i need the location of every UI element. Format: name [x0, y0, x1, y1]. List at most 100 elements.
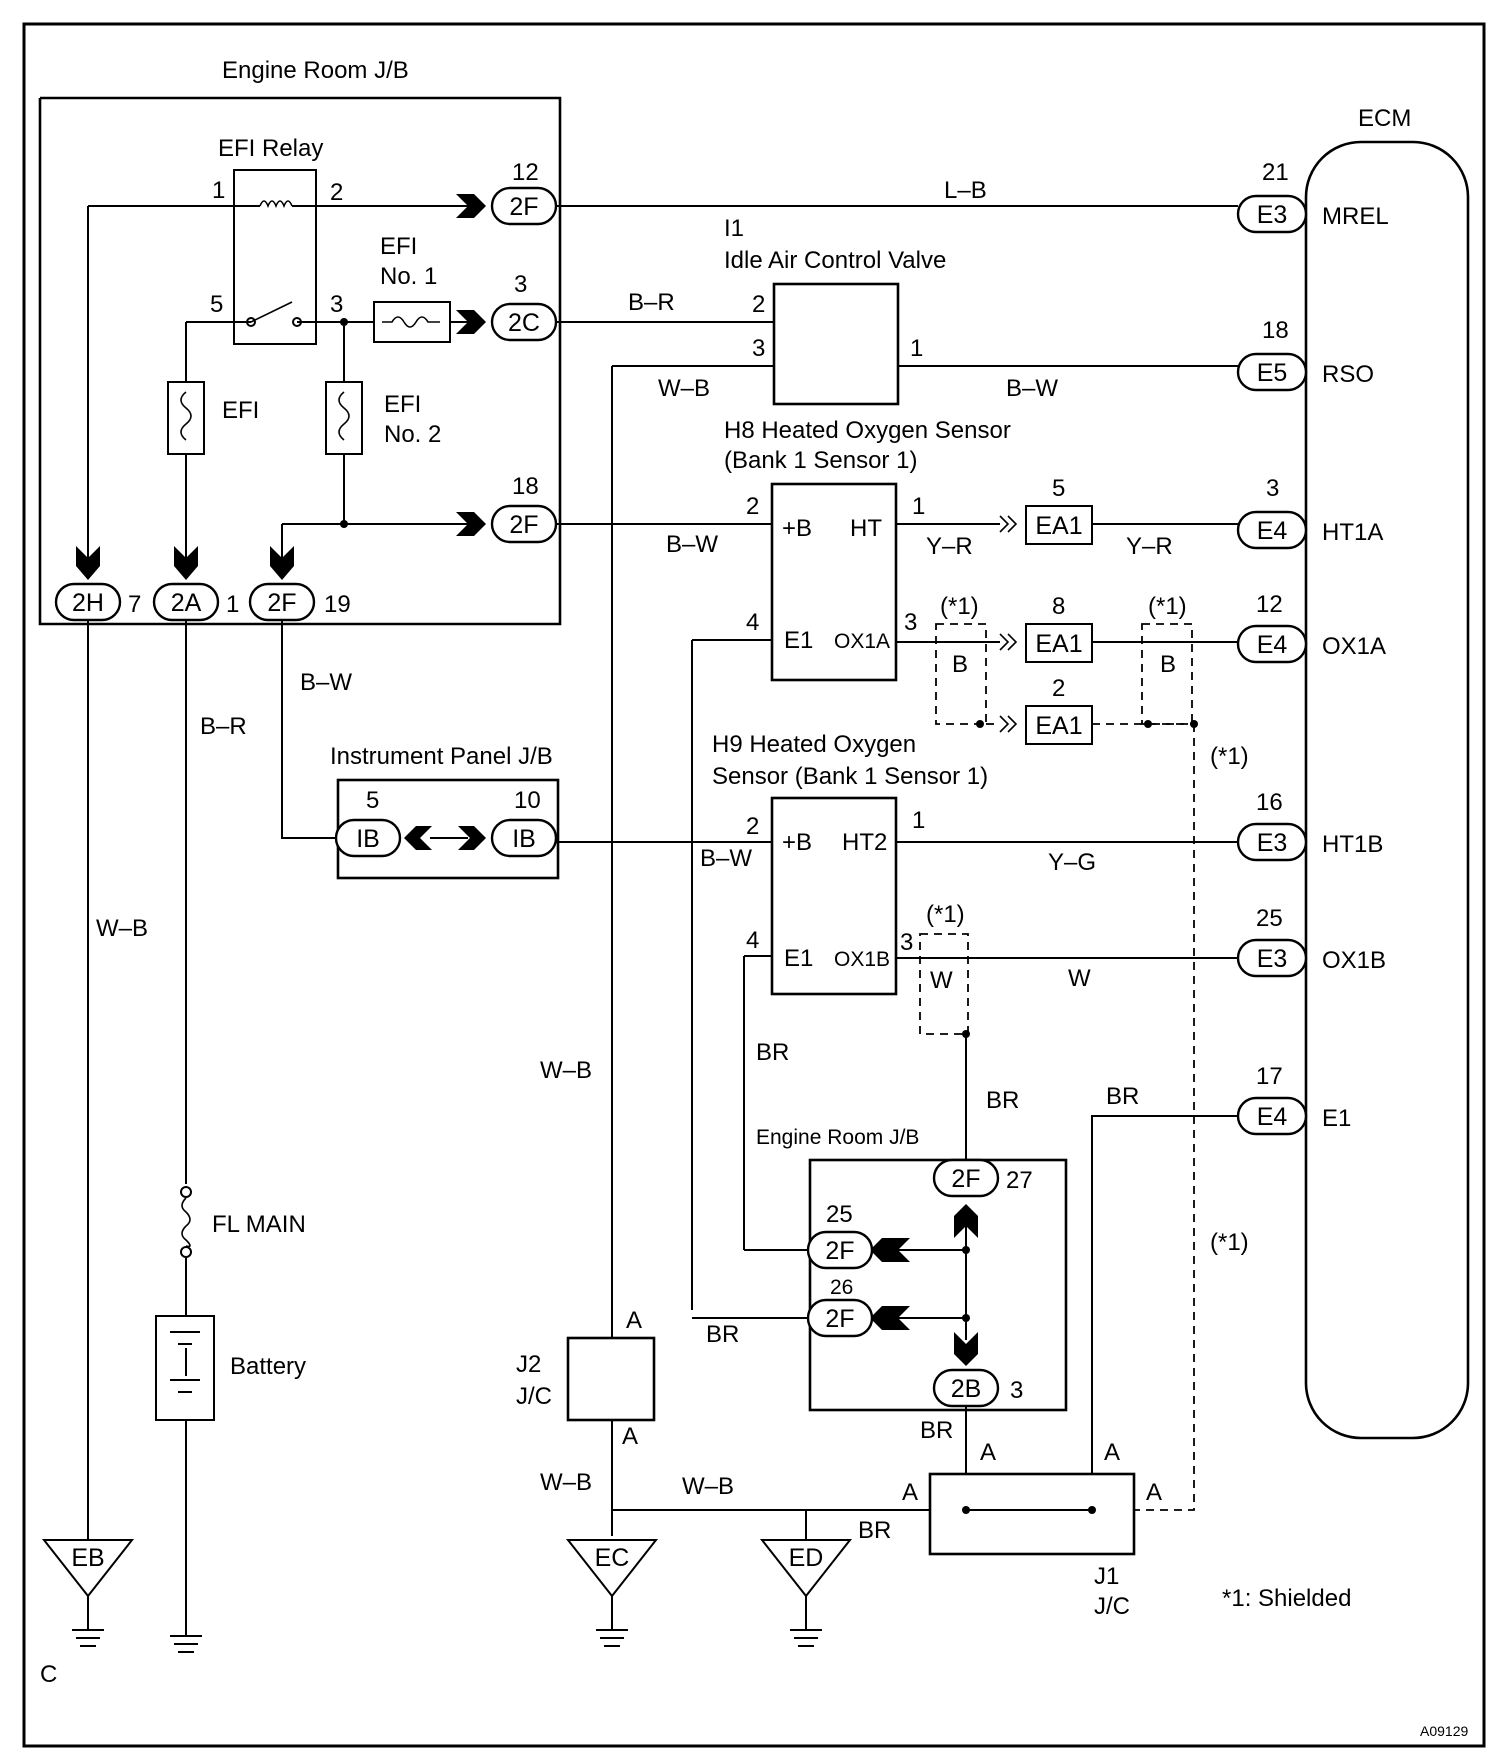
- svg-text:B: B: [952, 651, 968, 678]
- wire-wb-mid: W–B: [540, 1057, 592, 1084]
- j2-label-a: J2: [516, 1351, 541, 1378]
- ecm-pin-ox1b: OX1B: [1322, 947, 1386, 974]
- wire-yr-2: Y–R: [1126, 533, 1173, 560]
- svg-text:E3: E3: [1257, 829, 1288, 857]
- fl-main-label: FL MAIN: [212, 1211, 306, 1238]
- j1-jc: [928, 1472, 1136, 1556]
- svg-text:A: A: [1146, 1479, 1162, 1506]
- ecm-label: ECM: [1358, 105, 1411, 132]
- svg-text:+B: +B: [782, 515, 812, 542]
- svg-text:EB: EB: [71, 1544, 104, 1572]
- svg-text:2F: 2F: [825, 1305, 854, 1333]
- ground-ec: EC: [565, 1539, 659, 1647]
- svg-text:2C: 2C: [508, 309, 540, 337]
- ecm-pin-ht1a: HT1A: [1322, 519, 1383, 546]
- engine-room-jb: Engine Room J/B: [38, 57, 562, 626]
- efi-fuse-label: EFI: [222, 397, 259, 424]
- h9-sensor: [770, 796, 898, 996]
- pin-1-2a: 1: [226, 591, 239, 618]
- svg-text:+B: +B: [782, 829, 812, 856]
- wire-bw-h8: B–W: [666, 531, 718, 558]
- wire-w-ox1b: W: [1068, 965, 1091, 992]
- h8-sensor: [770, 482, 898, 682]
- engine-room-jb-2: [808, 1158, 1068, 1412]
- idle-air-control-valve: [772, 282, 900, 406]
- svg-text:26: 26: [830, 1276, 853, 1299]
- svg-text:E4: E4: [1257, 517, 1288, 545]
- efi-no1-label-b: No. 1: [380, 263, 437, 290]
- connector-2f-27: [932, 1158, 1000, 1198]
- svg-text:HT2: HT2: [842, 829, 887, 856]
- wire-wb-left: W–B: [96, 915, 148, 942]
- wire-wb-bot: W–B: [540, 1469, 592, 1496]
- relay-pin-2: 2: [330, 179, 343, 206]
- svg-text:E4: E4: [1257, 631, 1288, 659]
- svg-text:25: 25: [826, 1201, 853, 1228]
- svg-text:IB: IB: [356, 825, 380, 853]
- instrument-panel-jb-label: Instrument Panel J/B: [330, 743, 553, 770]
- svg-text:(*1): (*1): [1210, 1229, 1249, 1256]
- svg-text:A: A: [626, 1307, 642, 1334]
- svg-text:A: A: [1104, 1439, 1120, 1466]
- svg-text:2: 2: [746, 493, 759, 520]
- wire-br-ed: BR: [858, 1517, 891, 1544]
- svg-text:27: 27: [1006, 1167, 1033, 1194]
- wire-br-e1: BR: [1106, 1083, 1139, 1110]
- pin-18-jb: 18: [512, 473, 539, 500]
- h8-name: H8 Heated Oxygen Sensor: [724, 417, 1011, 444]
- svg-text:1: 1: [912, 807, 925, 834]
- battery-label: Battery: [230, 1353, 306, 1380]
- svg-text:E3: E3: [1257, 945, 1288, 973]
- efi-relay: EFI Relay: [218, 135, 323, 345]
- wire-yr-1: Y–R: [926, 533, 973, 560]
- svg-text:E4: E4: [1257, 1103, 1288, 1131]
- efi-fuse: [167, 381, 205, 455]
- svg-text:2A: 2A: [171, 589, 202, 617]
- h8-sub: (Bank 1 Sensor 1): [724, 447, 917, 474]
- svg-text:EA1: EA1: [1035, 630, 1082, 658]
- wire-br-h9: BR: [756, 1039, 789, 1066]
- i1-name: Idle Air Control Valve: [724, 247, 946, 274]
- ecm-pin-mrel: MREL: [1322, 203, 1389, 230]
- svg-text:5: 5: [1052, 475, 1065, 502]
- svg-text:(*1): (*1): [940, 593, 979, 620]
- svg-text:2: 2: [1052, 675, 1065, 702]
- svg-text:4: 4: [746, 927, 759, 954]
- shielded-note: *1: Shielded: [1222, 1585, 1351, 1612]
- svg-text:2F: 2F: [509, 193, 538, 221]
- svg-text:16: 16: [1256, 789, 1283, 816]
- ecm-pin-ht1b: HT1B: [1322, 831, 1383, 858]
- efi-no2-fuse: [325, 381, 363, 455]
- svg-text:2F: 2F: [951, 1165, 980, 1193]
- svg-text:2: 2: [752, 291, 765, 318]
- j2-jc: [566, 1336, 656, 1422]
- wire-yg: Y–G: [1048, 849, 1096, 876]
- svg-text:IB: IB: [512, 825, 536, 853]
- j2-label-b: J/C: [516, 1383, 552, 1410]
- svg-text:2: 2: [746, 813, 759, 840]
- svg-text:E1: E1: [784, 627, 813, 654]
- svg-text:ED: ED: [789, 1544, 824, 1572]
- svg-text:3: 3: [904, 609, 917, 636]
- ecm-block: ECM: [1304, 105, 1470, 1440]
- svg-text:W: W: [930, 967, 953, 994]
- svg-text:4: 4: [746, 609, 759, 636]
- ground-eb: EB: [41, 1539, 135, 1647]
- svg-text:3: 3: [1266, 475, 1279, 502]
- wire-br-2a: B–R: [200, 713, 247, 740]
- battery-ground-icon: [170, 1635, 202, 1653]
- wire-bw-rso: B–W: [1006, 375, 1058, 402]
- wire-br-2b: BR: [920, 1417, 953, 1444]
- svg-text:2F: 2F: [267, 589, 296, 617]
- svg-text:(*1): (*1): [1210, 743, 1249, 770]
- svg-text:B: B: [1160, 651, 1176, 678]
- wire-br-left: BR: [706, 1321, 739, 1348]
- svg-text:2H: 2H: [72, 589, 104, 617]
- h9-sub: Sensor (Bank 1 Sensor 1): [712, 763, 988, 790]
- wire-br-mid: BR: [986, 1087, 1019, 1114]
- svg-text:12: 12: [1256, 591, 1283, 618]
- efi-no2-label-b: No. 2: [384, 421, 441, 448]
- svg-text:1: 1: [912, 493, 925, 520]
- svg-text:2F: 2F: [825, 1237, 854, 1265]
